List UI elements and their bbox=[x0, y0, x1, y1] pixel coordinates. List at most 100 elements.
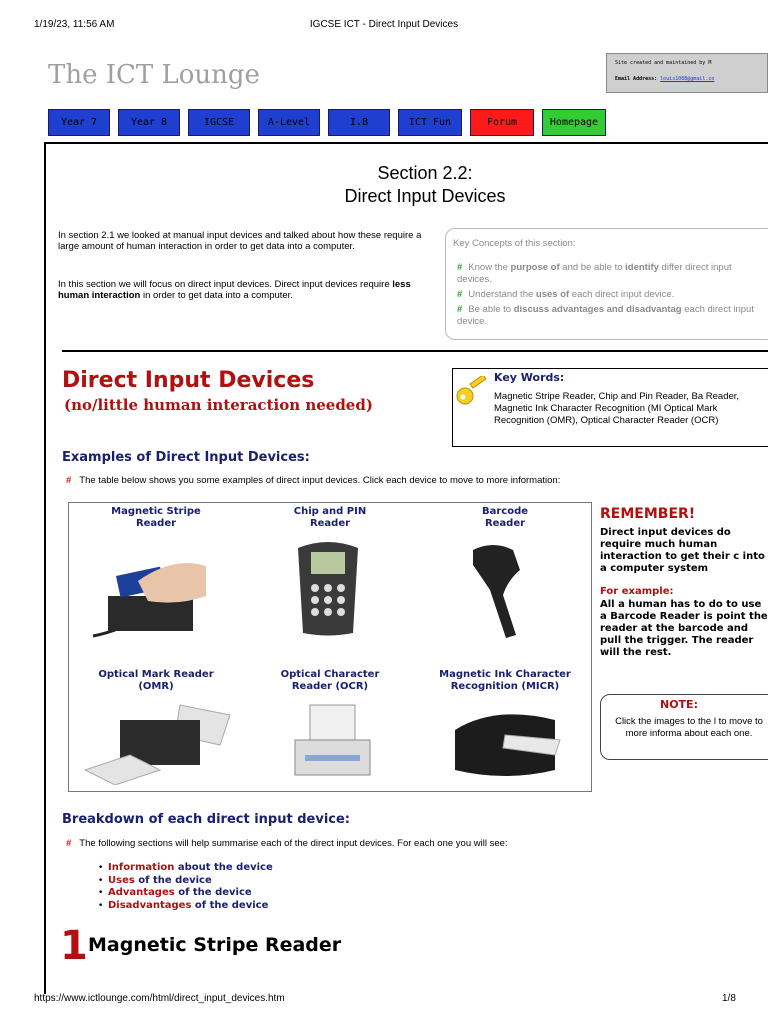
chip-and-pin-reader-image[interactable] bbox=[283, 538, 373, 638]
device-label-line: Optical Character bbox=[280, 669, 380, 680]
key-words-text: Magnetic Stripe Reader, Chip and Pin Rea… bbox=[494, 391, 740, 426]
optical-mark-reader-image[interactable] bbox=[80, 700, 235, 785]
nav-year8[interactable]: Year 8 bbox=[118, 109, 180, 136]
list-item: Information about the device bbox=[98, 862, 273, 875]
remember-example-text: All a human has to do to use a Barcode R… bbox=[600, 599, 768, 658]
device-label-line: Reader bbox=[309, 518, 351, 529]
examples-heading: Examples of Direct Input Devices: bbox=[62, 450, 310, 465]
note-title: NOTE: bbox=[660, 698, 698, 711]
section-name: Direct Input Devices bbox=[344, 186, 506, 206]
device-label-line: Magnetic Ink Character bbox=[439, 669, 571, 680]
intro-p2-bold: less human interaction bbox=[58, 279, 411, 301]
device-label-line: Optical Mark Reader bbox=[98, 669, 214, 680]
nav-ict-fun[interactable]: ICT Fun bbox=[398, 109, 462, 136]
footer-page: 1/8 bbox=[722, 993, 736, 1004]
list-item: Uses of the device bbox=[98, 875, 273, 888]
kc-text: Understand the bbox=[468, 289, 536, 300]
device-label-line: Recognition (MICR) bbox=[450, 681, 560, 692]
note-text: Click the images to the l to move to mor… bbox=[615, 716, 763, 739]
main-title: Direct Input Devices bbox=[62, 368, 315, 393]
optical-character-reader-image[interactable] bbox=[285, 700, 380, 785]
nav-alevel[interactable]: A-Level bbox=[258, 109, 320, 136]
device-label-line: Magnetic Stripe bbox=[111, 506, 201, 517]
remember-title: REMEMBER! bbox=[600, 506, 696, 522]
kc-bold: uses of bbox=[535, 289, 570, 300]
credit-email-line: Email Address: louis1088@gmail.co bbox=[615, 76, 767, 82]
kc-text: each direct input device. bbox=[457, 304, 754, 327]
section-title: Section 2.2: Direct Input Devices bbox=[300, 162, 550, 208]
device-label-line: Chip and PIN bbox=[293, 506, 367, 517]
device-label-line: (OMR) bbox=[138, 681, 174, 692]
intro-p1: In section 2.1 we looked at manual input… bbox=[58, 230, 422, 252]
remember-text: Direct input devices do require much hum… bbox=[600, 527, 765, 574]
examples-intro: #The table below shows you some examples… bbox=[66, 475, 561, 486]
list-item-rest: about the device bbox=[174, 862, 273, 873]
kc-text: each direct input device. bbox=[569, 289, 675, 300]
print-datetime: 1/19/23, 11:56 AM bbox=[34, 19, 115, 30]
key-concept-item: #Know the purpose of and be able to iden… bbox=[457, 262, 732, 285]
content-frame bbox=[44, 142, 768, 994]
nav-igcse[interactable]: IGCSE bbox=[188, 109, 250, 136]
site-credit-panel: Site created and maintained by M Email A… bbox=[606, 53, 768, 93]
credit-line: Site created and maintained by M bbox=[615, 60, 712, 66]
magnetic-stripe-heading: Magnetic Stripe Reader bbox=[88, 934, 342, 956]
list-item-rest: of the device bbox=[134, 874, 212, 886]
kc-text: differ direct input devices. bbox=[457, 262, 732, 285]
section-number: Section 2.2: bbox=[377, 163, 473, 183]
kc-text: Know the bbox=[468, 262, 511, 273]
print-page-title: IGCSE ICT - Direct Input Devices bbox=[309, 19, 459, 30]
key-concept-item: #Understand the uses of each direct inpu… bbox=[457, 289, 675, 300]
key-words-title: Key Words: bbox=[494, 371, 565, 384]
device-label-line: Reader bbox=[484, 518, 526, 529]
key-words-box bbox=[452, 368, 768, 447]
list-item-key: Disadvantages bbox=[108, 899, 192, 911]
magnetic-stripe-reader-image[interactable] bbox=[88, 536, 213, 648]
kc-bold: identify bbox=[625, 262, 659, 273]
nav-forum[interactable]: Forum bbox=[470, 109, 534, 136]
breakdown-intro-text: The following sections will help summari… bbox=[79, 838, 508, 849]
credit-email-link[interactable]: louis1088@gmail.co bbox=[660, 76, 715, 82]
key-concepts-box bbox=[445, 228, 768, 340]
list-item-rest: of the device bbox=[174, 887, 252, 898]
kc-bold: discuss advantages and disadvantag bbox=[513, 304, 682, 315]
kc-text: Be able to bbox=[468, 304, 514, 315]
nav-year7[interactable]: Year 7 bbox=[48, 109, 110, 136]
remember-example-label: For example: bbox=[600, 586, 674, 597]
key-icon bbox=[456, 376, 487, 405]
intro-p2-text: In this section we will focus on direct … bbox=[58, 279, 393, 290]
list-item-rest: of the device bbox=[191, 899, 269, 911]
device-label-line: Barcode bbox=[481, 506, 529, 517]
intro-p2-end: in order to get data into a computer. bbox=[140, 290, 293, 301]
examples-intro-text: The table below shows you some examples … bbox=[79, 475, 561, 486]
kc-text: and be able to bbox=[559, 262, 626, 273]
top-nav: Year 7 Year 8 IGCSE A-Level I.B ICT Fun … bbox=[48, 109, 606, 136]
breakdown-list: Information about the device Uses of the… bbox=[98, 862, 273, 912]
micr-reader-image[interactable] bbox=[445, 700, 565, 785]
devices-table bbox=[68, 502, 592, 792]
main-subtitle: (no/little human interaction needed) bbox=[64, 396, 373, 414]
credit-email-label: Email Address: bbox=[615, 76, 658, 82]
breakdown-intro: #The following sections will help summar… bbox=[66, 838, 508, 849]
list-item-key: Uses bbox=[108, 874, 135, 886]
device-label-omr[interactable]: Optical Mark Reader(OMR) bbox=[86, 669, 226, 693]
device-label-line: Reader bbox=[135, 518, 177, 529]
barcode-reader-image[interactable] bbox=[468, 540, 538, 640]
divider bbox=[62, 350, 768, 352]
site-title[interactable]: The ICT Lounge bbox=[48, 60, 260, 90]
intro-p2: In this section we will focus on direct … bbox=[58, 279, 438, 301]
note-box bbox=[600, 694, 768, 760]
nav-ib[interactable]: I.B bbox=[328, 109, 390, 136]
breakdown-heading: Breakdown of each direct input device: bbox=[62, 812, 350, 827]
section-number-badge: 1 bbox=[60, 923, 88, 969]
nav-homepage[interactable]: Homepage bbox=[542, 109, 606, 136]
key-concept-item: #Be able to discuss advantages and disad… bbox=[457, 304, 754, 327]
device-label-line: Reader (OCR) bbox=[291, 681, 369, 692]
list-item: Advantages of the device bbox=[98, 887, 273, 900]
list-item-key: Advantages bbox=[108, 887, 175, 898]
footer-url: https://www.ictlounge.com/html/direct_in… bbox=[34, 993, 285, 1004]
